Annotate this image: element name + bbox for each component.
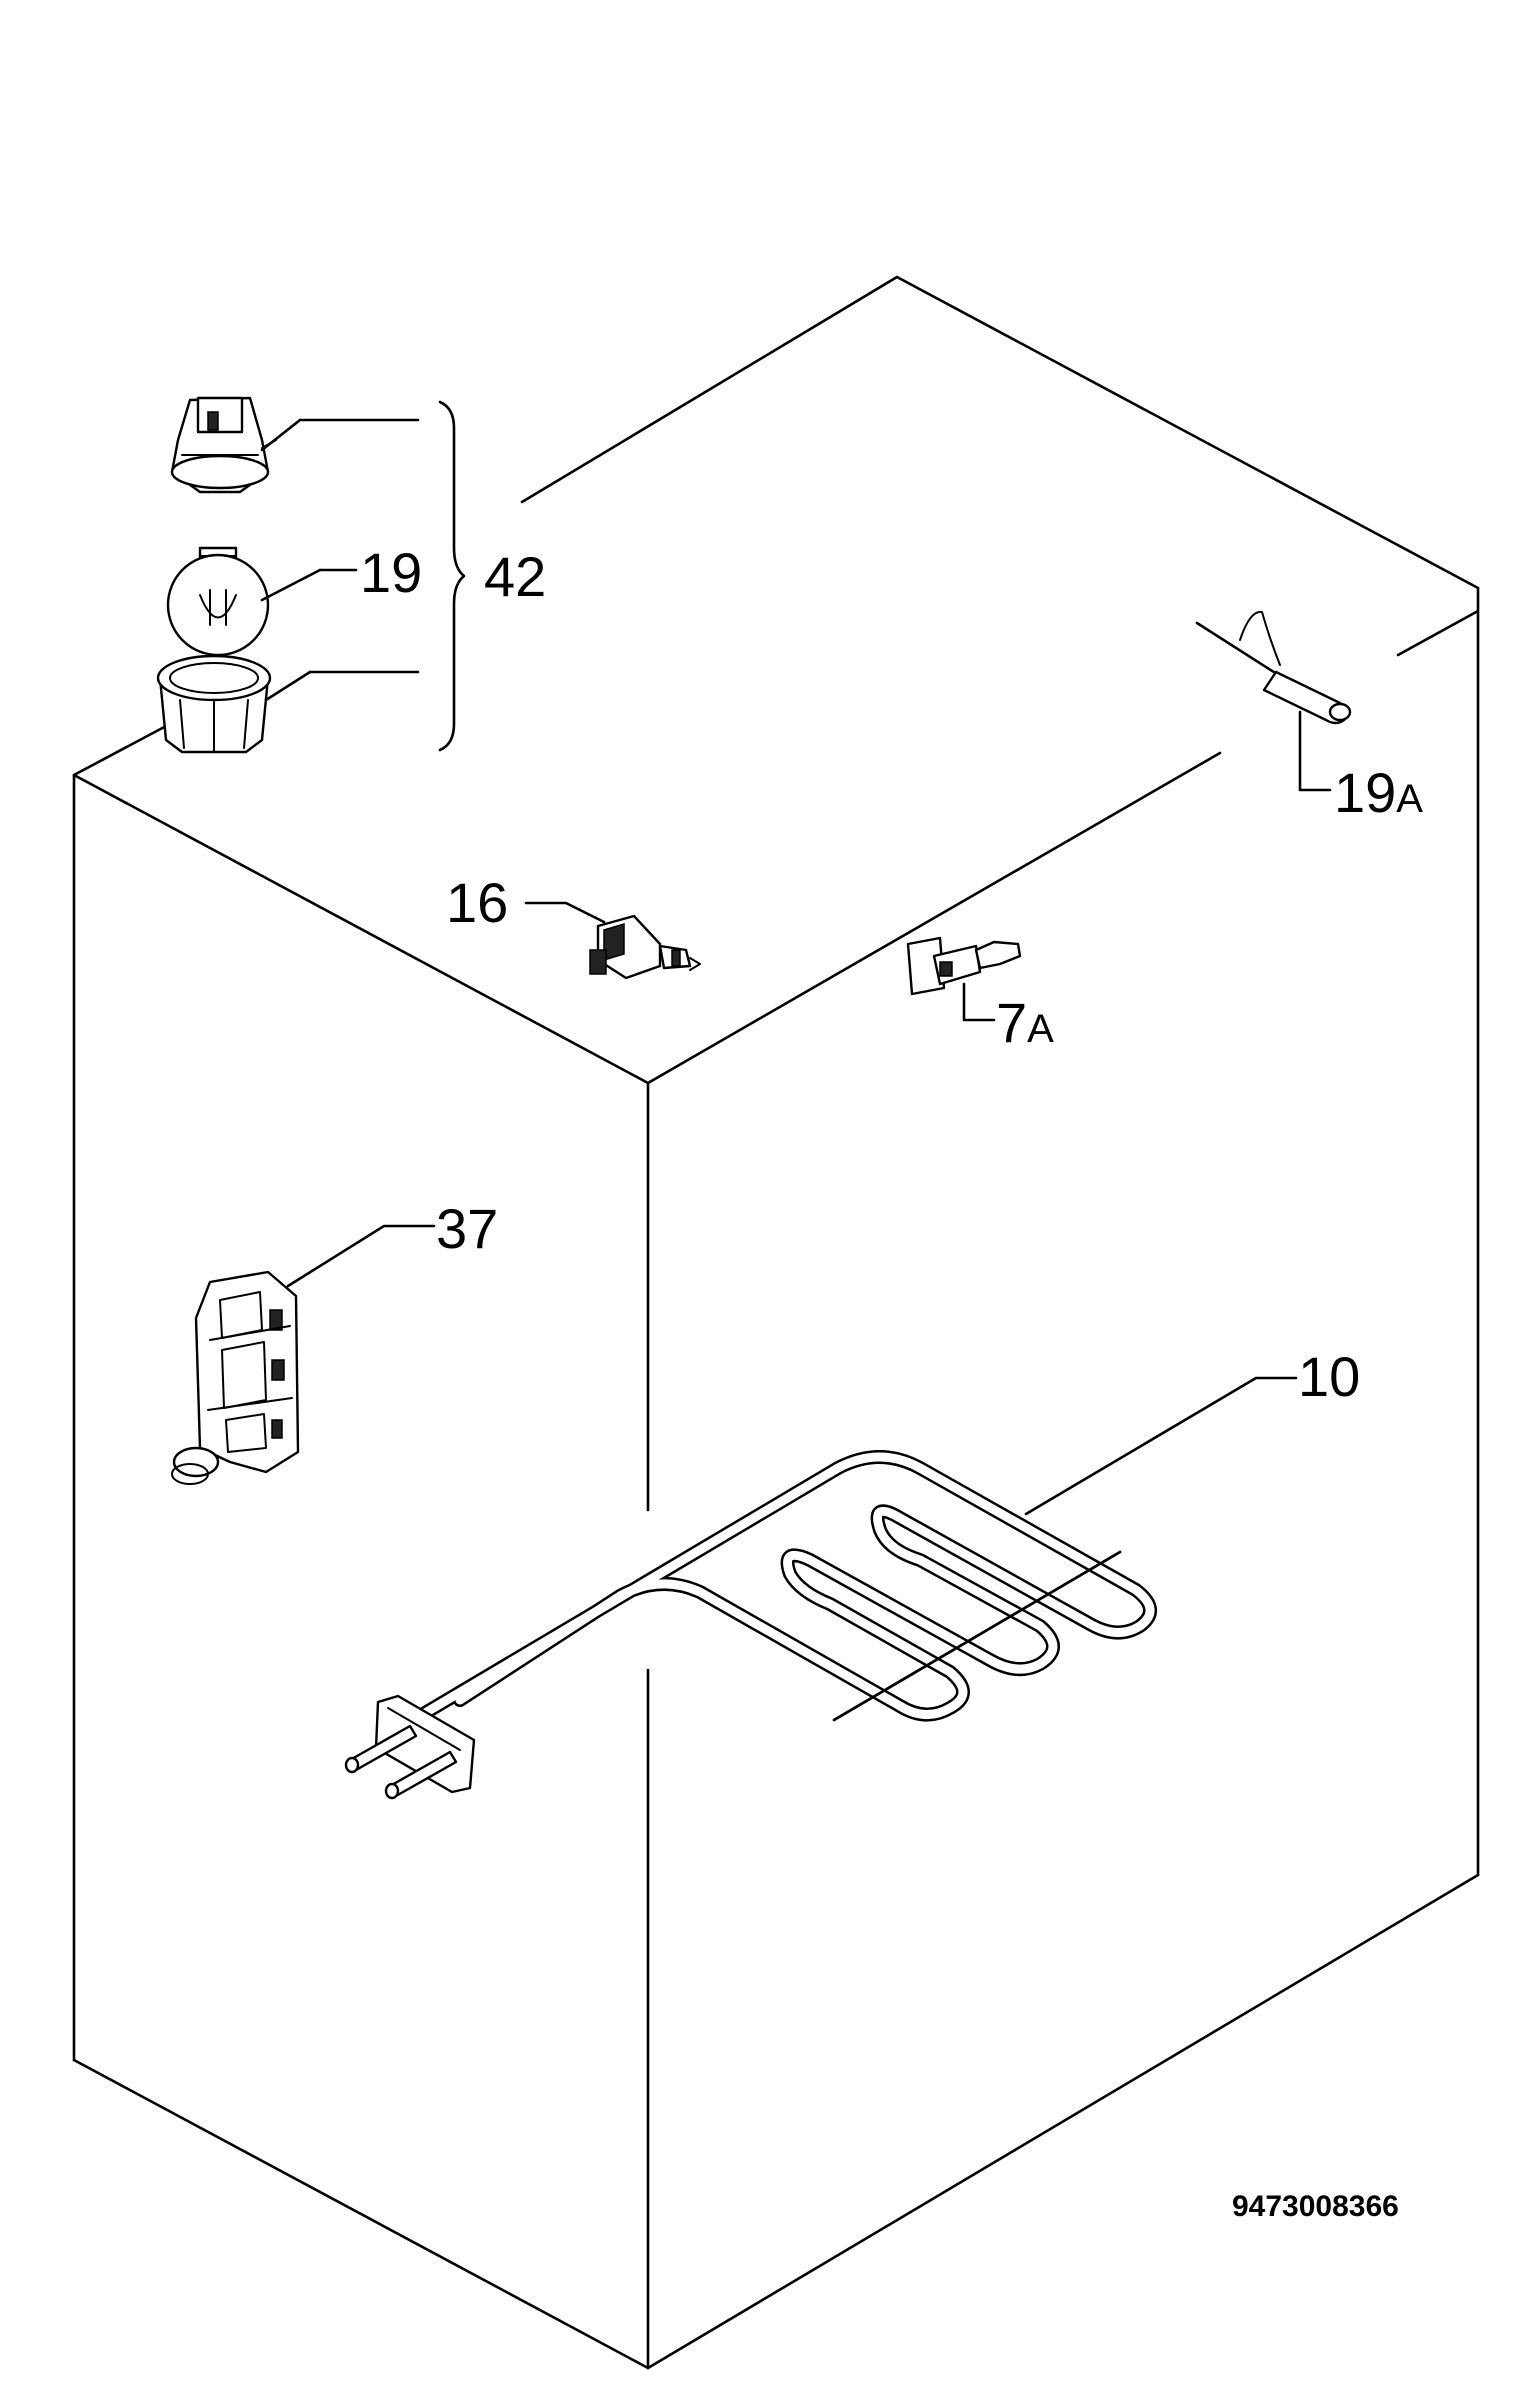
document-number: 9473008366 xyxy=(1232,2190,1399,2223)
leader-push-switch xyxy=(524,901,606,924)
leader-bracket xyxy=(286,1224,436,1288)
leader-lamp-bulb xyxy=(260,568,322,602)
callout-lamp-assembly: 42 xyxy=(484,545,546,608)
lamp-holder-icon xyxy=(170,396,277,494)
callout-bracket: 37 xyxy=(436,1197,498,1260)
callout-heating-element: 10 xyxy=(1298,1345,1360,1408)
callout-lamp-bulb: 19 xyxy=(360,541,422,604)
leader-heating-element xyxy=(1024,1376,1298,1516)
temperature-sensor-icon xyxy=(1195,610,1352,725)
lamp-cover-icon xyxy=(156,654,272,754)
callout-push-switch: 16 xyxy=(446,871,508,934)
leader-temperature-sensor xyxy=(1298,710,1332,792)
assembly-brace xyxy=(438,400,466,752)
leader-lamp-holder xyxy=(260,418,302,452)
bracket-icon xyxy=(171,1270,300,1485)
door-switch-icon xyxy=(906,936,1022,996)
lamp-bulb-icon xyxy=(166,546,270,657)
heating-element-icon xyxy=(344,1450,1157,1800)
push-switch-icon xyxy=(589,914,701,980)
cabinet-outline xyxy=(72,275,1480,2370)
callout-temperature-sensor: 19A xyxy=(1334,761,1423,824)
leader-door-switch xyxy=(962,982,996,1022)
callout-door-switch: 7A xyxy=(996,991,1054,1054)
leader-lamp-cover xyxy=(264,670,312,702)
